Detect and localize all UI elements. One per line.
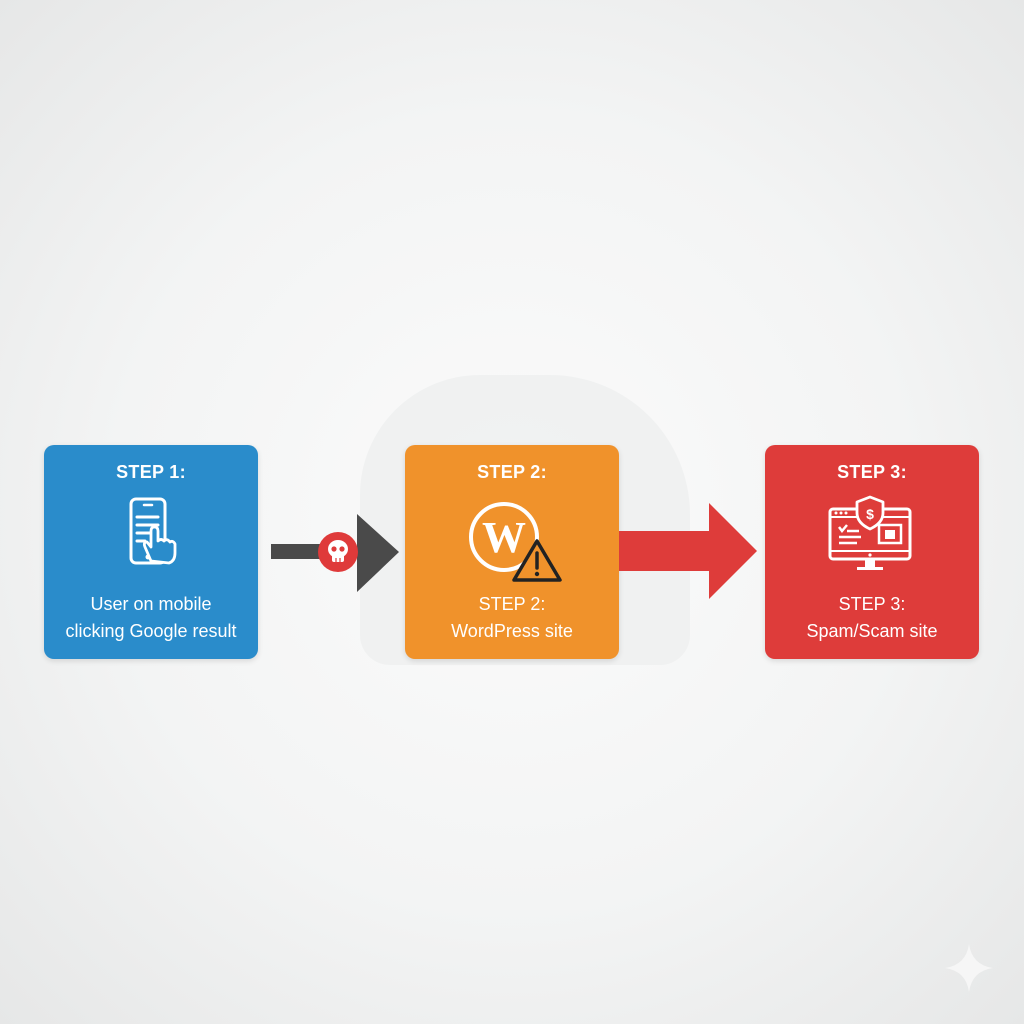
- step-2-box: STEP 2: W STEP 2: WordPress site: [405, 445, 619, 659]
- step-3-title: STEP 3:: [837, 462, 907, 482]
- wordpress-warning-icon: W: [457, 501, 567, 588]
- svg-text:W: W: [482, 513, 526, 562]
- step-3-box: STEP 3: $ STEP 3: Spam/Scam site: [765, 445, 979, 659]
- skull-icon: [318, 532, 358, 572]
- caption-line-1: STEP 3:: [838, 594, 906, 614]
- step-2-title: STEP 2:: [477, 462, 547, 482]
- caption-line-2: clicking Google result: [65, 621, 237, 641]
- caption-line-2: WordPress site: [451, 621, 573, 641]
- step-2-caption: STEP 2: WordPress site: [405, 591, 619, 645]
- step-1-title: STEP 1:: [116, 462, 186, 482]
- caption-line-2: Spam/Scam site: [806, 621, 938, 641]
- step-3-caption: STEP 3: Spam/Scam site: [765, 591, 979, 645]
- mobile-tap-icon: [111, 497, 191, 572]
- connector-arrow-dark: [271, 514, 401, 594]
- caption-line-1: STEP 2:: [478, 594, 546, 614]
- connector-arrow-red: [619, 503, 767, 603]
- svg-text:$: $: [866, 506, 874, 522]
- caption-line-1: User on mobile: [90, 594, 212, 614]
- sparkle-icon: [943, 942, 995, 994]
- step-1-box: STEP 1: User on mobile clicking Google r…: [44, 445, 258, 659]
- scam-monitor-icon: $: [827, 495, 917, 580]
- step-1-caption: User on mobile clicking Google result: [44, 591, 258, 645]
